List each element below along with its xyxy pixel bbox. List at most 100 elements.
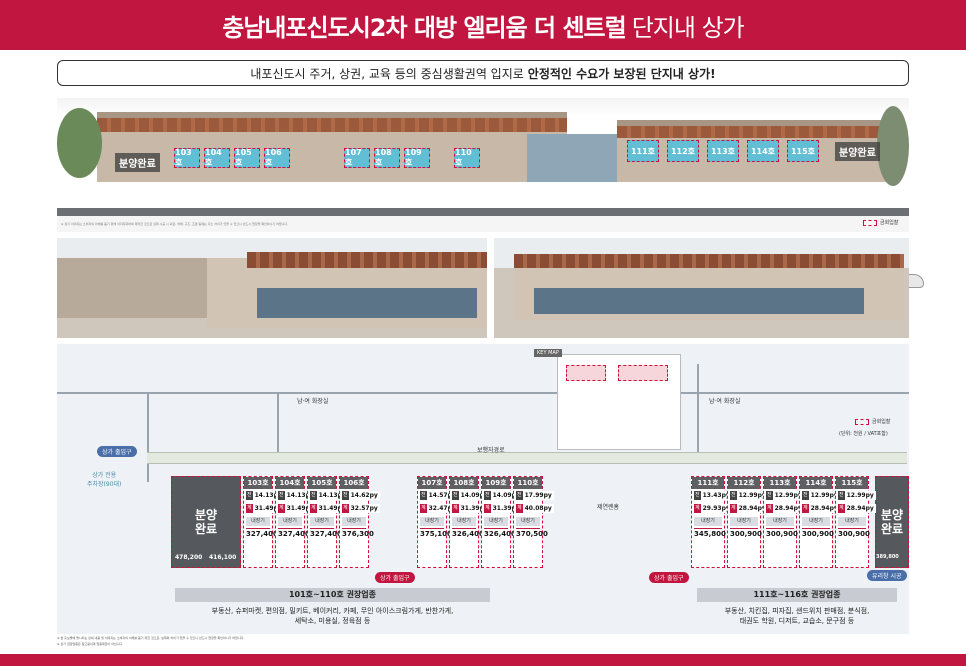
exclusive-tag: 전용 [420,491,427,507]
key-map-block [566,365,606,381]
plan-wall [57,392,909,394]
facade-unit-107[interactable]: 107호 [344,148,370,168]
unit-number: 107호 [418,477,446,489]
facade-unit-108[interactable]: 108호 [374,148,400,168]
contract-row: 계약32.47py [420,503,458,520]
contract-area: 31.49py [284,504,316,513]
zone1-title: 101호~110호 권장업종 [175,588,490,602]
exclusive-tag: 전용 [278,491,285,507]
contract-area: 31.39py [458,504,490,513]
render-left [57,238,487,338]
unit-number: 114호 [800,477,832,489]
sold-price-116: 389,800 [876,554,899,560]
exclusive-row: 전용14.13py [310,490,348,507]
page-title-suffix: 단지내 상가 [631,13,745,42]
contract-row: 계약28.94py [766,503,804,520]
exclusive-area: 14.13py [252,491,284,500]
unit-number: 110호 [514,477,542,489]
exclusive-row: 전용14.13py [246,490,284,507]
facade-unit-110[interactable]: 110호 [454,148,480,168]
facade-unit-105[interactable]: 105호 [234,148,260,168]
exclusive-area: 14.62py [348,491,380,500]
unit-price: 370,500 [516,528,548,539]
facade-unit-109[interactable]: 109호 [404,148,430,168]
unit-number: 113호 [764,477,796,489]
exclusive-area: 14.13py [284,491,316,500]
contract-area: 32.47py [426,504,458,513]
parking-label: 상가 전용 주차장(90대) [87,472,122,488]
render-right-brick [514,254,904,268]
unit-number: 109호 [482,477,510,489]
exclusive-tag: 전용 [730,491,737,507]
key-map: KEY MAP [534,349,681,450]
key-map-title: KEY MAP [534,349,562,357]
contract-area: 31.49py [316,504,348,513]
industry-label: 내장기 [802,517,830,526]
exclusive-area: 14.13py [316,491,348,500]
unit-price: 345,800 [694,528,726,539]
exclusive-tag: 전용 [452,491,459,507]
facade-unit-111[interactable]: 111호 [627,140,659,162]
facade-unit-103[interactable]: 103호 [174,148,200,168]
unit-number: 111호 [692,477,724,489]
exclusive-tag: 전용 [838,491,845,507]
facade-legend-label: 금회입찰 [880,220,899,226]
contract-row: 계약31.39py [452,503,490,520]
contract-area: 28.94py [808,504,840,513]
industry-label: 내장기 [246,517,270,526]
render-right-windows [534,288,864,314]
contract-row: 계약29.93py [694,503,732,520]
unit-number: 105호 [308,477,336,489]
plan-legend: 금회입찰 [855,418,890,425]
facade-unit-112[interactable]: 112호 [667,140,699,162]
contract-row: 계약40.08py [516,503,554,520]
facade-unit-115[interactable]: 115호 [787,140,819,162]
exclusive-area: 14.57py [426,491,458,500]
sold-price-101: 478,200 [175,554,203,561]
contract-area: 29.93py [700,504,732,513]
facade-unit-114[interactable]: 114호 [747,140,779,162]
page-title: 충남내포신도시2차 대방 엘리움 더 센트럴 [222,13,626,42]
contract-tag: 계약 [278,504,285,520]
plan-legend-label: 금회입찰 [872,419,891,425]
exclusive-area: 17.99py [522,491,554,500]
facade-unit-106[interactable]: 106호 [264,148,290,168]
unit-number: 108호 [450,477,478,489]
restroom-label-2: 남·여 화장실 [709,398,741,405]
contract-area: 28.94py [736,504,768,513]
facade-unit-113[interactable]: 113호 [707,140,739,162]
unit-number: 115호 [836,477,868,489]
contract-tag: 계약 [310,504,317,520]
contract-tag: 계약 [838,504,845,520]
facade-brick-left [97,118,567,132]
exclusive-row: 전용17.99py [516,490,554,507]
exclusive-row: 전용14.09py [452,490,490,507]
unit-number: 112호 [728,477,760,489]
exclusive-area: 12.99py [736,491,768,500]
exclusive-area: 12.99py [844,491,876,500]
plan-wall [147,392,149,482]
floor-plan: 보행자경로 남·여 화장실 남·여 화장실 상가 전용 주차장(90대) 상가 … [57,344,909,634]
unit-number: 103호 [244,477,272,489]
unit-price: 327,400 [278,528,310,539]
entrance-pill-3: 상가 출입구 [649,572,689,583]
industry-label: 내장기 [310,517,334,526]
unit-note: (단위: 천원 / VAT포함) [839,431,888,437]
industry-label: 내장기 [766,517,794,526]
exclusive-tag: 전용 [342,491,349,507]
facade-unit-104[interactable]: 104호 [204,148,230,168]
